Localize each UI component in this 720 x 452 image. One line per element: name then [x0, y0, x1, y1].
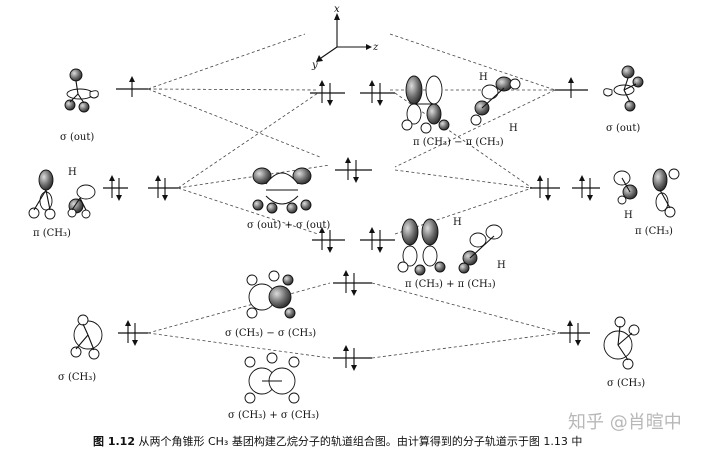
watermark: 知乎 @肖暄中	[568, 412, 682, 433]
right-pi-level-2	[572, 175, 600, 201]
mo-sigma-out-orbital	[252, 167, 312, 214]
mo-sigma-minus-orbital	[246, 270, 296, 319]
figure-number: 图 1.12	[93, 435, 135, 448]
mo-pi-plus-level-1	[312, 227, 345, 253]
left-sigma-out-orbital	[64, 68, 99, 113]
mo-pi-plus-level-2	[360, 227, 395, 253]
axes-indicator: x z y	[311, 4, 379, 71]
mo-pi-minus-label: π (CH₃) − π (CH₃)	[413, 137, 504, 148]
right-pi-label: π (CH₃)	[635, 226, 673, 237]
mo-pi-minus-level-1	[310, 80, 345, 106]
mo-sigma-minus-label: σ (CH₃) − σ (CH₃)	[225, 328, 316, 339]
left-pi-orbital-2	[67, 184, 96, 219]
right-pi-orbital-2	[652, 168, 680, 218]
left-pi-level-1	[103, 175, 128, 201]
h-left-label: H	[68, 167, 77, 178]
right-sigma-out-orbital	[603, 65, 644, 112]
mo-pi-plus-label: π (CH₃) + π (CH₃)	[405, 279, 496, 290]
h1-label: H	[479, 72, 488, 83]
right-sigma-level	[560, 320, 590, 346]
figure-caption: 图 1.12 从两个角锥形 CH₃ 基团构建乙烷分子的轨道组合图。由计算得到的分…	[93, 433, 582, 449]
mo-pi-plus-orbital	[397, 218, 503, 276]
mo-pi-minus-orbital	[401, 75, 521, 134]
mo-sigma-out-level	[335, 157, 372, 183]
axis-y-label: y	[311, 60, 318, 71]
mo-sigma-plus-level	[333, 345, 372, 371]
left-sigma-orbital	[70, 314, 103, 360]
right-sigma-out-label: σ (out)	[606, 123, 640, 134]
h2-label: H	[509, 123, 518, 134]
axis-x-label: x	[334, 4, 340, 15]
h3-label: H	[453, 217, 462, 228]
right-pi-orbital-1	[613, 170, 638, 205]
h-right-label: H	[624, 210, 633, 221]
left-sigma-level	[118, 320, 148, 346]
left-pi-label: π (CH₃)	[33, 228, 71, 239]
right-sigma-orbital	[603, 316, 640, 370]
left-sigma-out-label: σ (out)	[60, 132, 94, 143]
figure-caption-text: 从两个角锥形 CH₃ 基团构建乙烷分子的轨道组合图。由计算得到的分子轨道示于图 …	[138, 435, 583, 448]
mo-sigma-minus-level	[333, 270, 372, 296]
left-pi-level-2	[148, 175, 178, 201]
mo-pi-minus-level-2	[360, 80, 395, 106]
left-sigma-out-level	[116, 76, 148, 97]
axis-z-label: z	[372, 42, 379, 53]
right-pi-level-1	[530, 175, 560, 201]
mo-sigma-plus-label: σ (CH₃) + σ (CH₃)	[228, 410, 319, 421]
left-pi-orbital-1	[28, 169, 56, 220]
left-sigma-label: σ (CH₃)	[58, 372, 96, 383]
mo-sigma-out-label: σ (out) + σ (out)	[247, 220, 330, 231]
right-sigma-label: σ (CH₃)	[607, 378, 645, 389]
h4-label: H	[497, 260, 506, 271]
mo-sigma-plus-orbital	[244, 352, 300, 404]
right-sigma-out-level	[555, 77, 588, 98]
